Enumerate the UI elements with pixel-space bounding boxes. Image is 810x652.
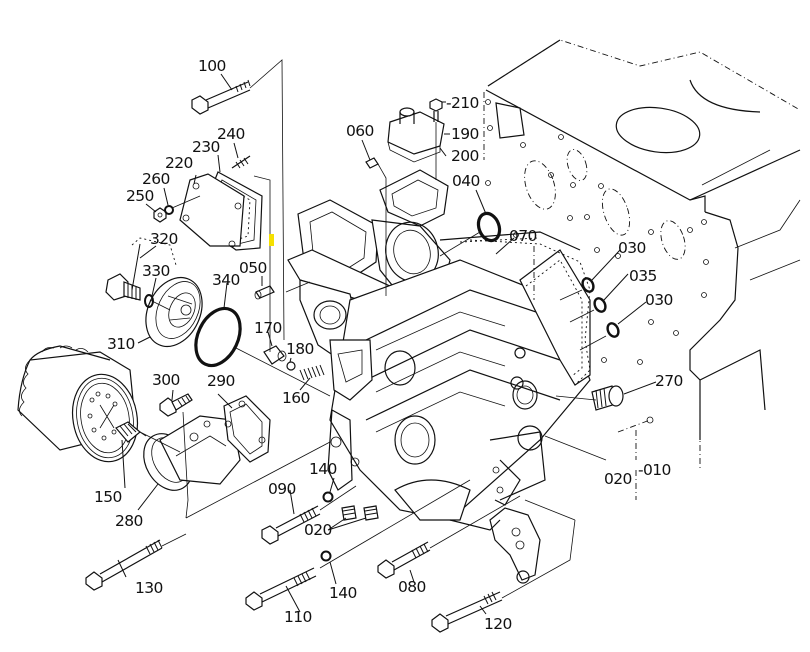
label-010[interactable]: -010 [638,461,671,479]
o-ring-330 [144,294,154,308]
label-210[interactable]: -210 [446,94,479,112]
label-140-lower[interactable]: 140 [329,584,357,602]
bolt-080 [377,541,431,579]
label-080[interactable]: 080 [398,578,426,596]
label-150[interactable]: 150 [94,488,122,506]
label-035[interactable]: 035 [629,267,657,285]
label-300[interactable]: 300 [152,371,180,389]
label-140-upper[interactable]: 140 [309,460,337,478]
washer-260 [164,205,174,215]
engine-block [483,39,801,470]
o-ring-340 [194,306,242,368]
gasket-070 [469,239,591,386]
ball-180 [286,361,296,371]
label-030-lower[interactable]: 030 [645,291,673,309]
label-130[interactable]: 130 [135,579,163,597]
filter-bracket-280 [143,415,241,491]
plug-170 [263,345,287,365]
label-240[interactable]: 240 [217,125,245,143]
label-230[interactable]: 230 [192,138,220,156]
gear-case-010 [287,169,591,531]
stud-240 [231,155,251,169]
bolt-120 [431,591,503,633]
o-ring-030-lower [606,322,620,338]
bolt-130 [85,539,163,591]
label-270[interactable]: 270 [655,372,683,390]
o-ring-035 [593,297,607,313]
label-250[interactable]: 250 [126,187,154,205]
label-120[interactable]: 120 [484,615,512,633]
pin-050 [254,285,275,300]
highlight-marker [269,234,274,246]
label-020-left[interactable]: 020 [304,521,332,539]
label-260[interactable]: 260 [142,170,170,188]
label-330[interactable]: 330 [142,262,170,280]
label-280[interactable]: 280 [115,512,143,530]
label-110[interactable]: 110 [284,608,312,626]
washer-140-upper [322,491,334,503]
leader-lines [117,73,657,615]
oil-filter [17,345,139,463]
spring-160 [299,364,325,381]
label-070[interactable]: 070 [509,227,537,245]
label-290[interactable]: 290 [207,372,235,390]
label-340[interactable]: 340 [212,271,240,289]
pin-060 [365,157,379,169]
label-220[interactable]: 220 [165,154,193,172]
bolt-210 [429,98,443,122]
label-190[interactable]: 190 [451,125,479,143]
label-020-right[interactable]: 020 [604,470,632,488]
assembly-lines [139,59,651,599]
plug-320 [105,237,177,301]
cover-190 [387,107,445,163]
label-200[interactable]: 200 [451,147,479,165]
label-180[interactable]: 180 [286,340,314,358]
o-ring-030-upper [581,277,595,293]
part-labels: 100 240 230 220 260 250 320 330 310 340 … [94,57,683,633]
label-320[interactable]: 320 [150,230,178,248]
label-090[interactable]: 090 [268,480,296,498]
label-040[interactable]: 040 [452,172,480,190]
label-310[interactable]: 310 [107,335,135,353]
label-060[interactable]: 060 [346,122,374,140]
nut-250 [153,207,167,223]
plug-020-pair [341,505,379,521]
washer-140-lower [320,550,332,562]
label-030-upper[interactable]: 030 [618,239,646,257]
bolt-090 [261,505,321,545]
plug-270 [591,385,624,411]
label-170[interactable]: 170 [254,319,282,337]
bolt-110 [245,567,317,611]
bolt-300 [159,393,193,417]
gasket-290 [223,395,271,463]
o-ring-040 [476,211,502,243]
oil-pump-cover-310 [145,276,203,348]
label-050[interactable]: 050 [239,259,267,277]
label-100[interactable]: 100 [198,57,226,75]
bracket [489,507,541,584]
label-160[interactable]: 160 [282,389,310,407]
cover-plate-220 [179,171,263,251]
bolt-100 [191,79,251,115]
